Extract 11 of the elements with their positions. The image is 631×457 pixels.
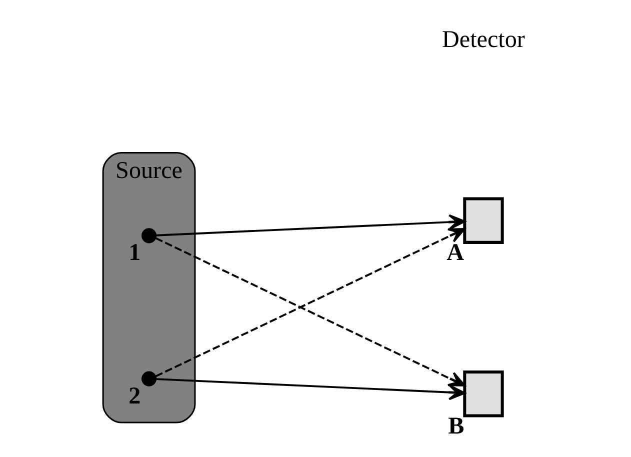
node-label: B: [448, 413, 464, 440]
node-box: [463, 197, 504, 244]
node-circle: [141, 228, 157, 244]
node-label: A: [446, 240, 464, 266]
node-box: [463, 370, 504, 418]
arrow: [156, 378, 466, 400]
node-label: 1: [128, 240, 141, 266]
label: Detector: [442, 27, 525, 54]
node-label: 2: [128, 383, 141, 410]
node-circle: [141, 371, 157, 386]
arrow: [156, 214, 466, 236]
